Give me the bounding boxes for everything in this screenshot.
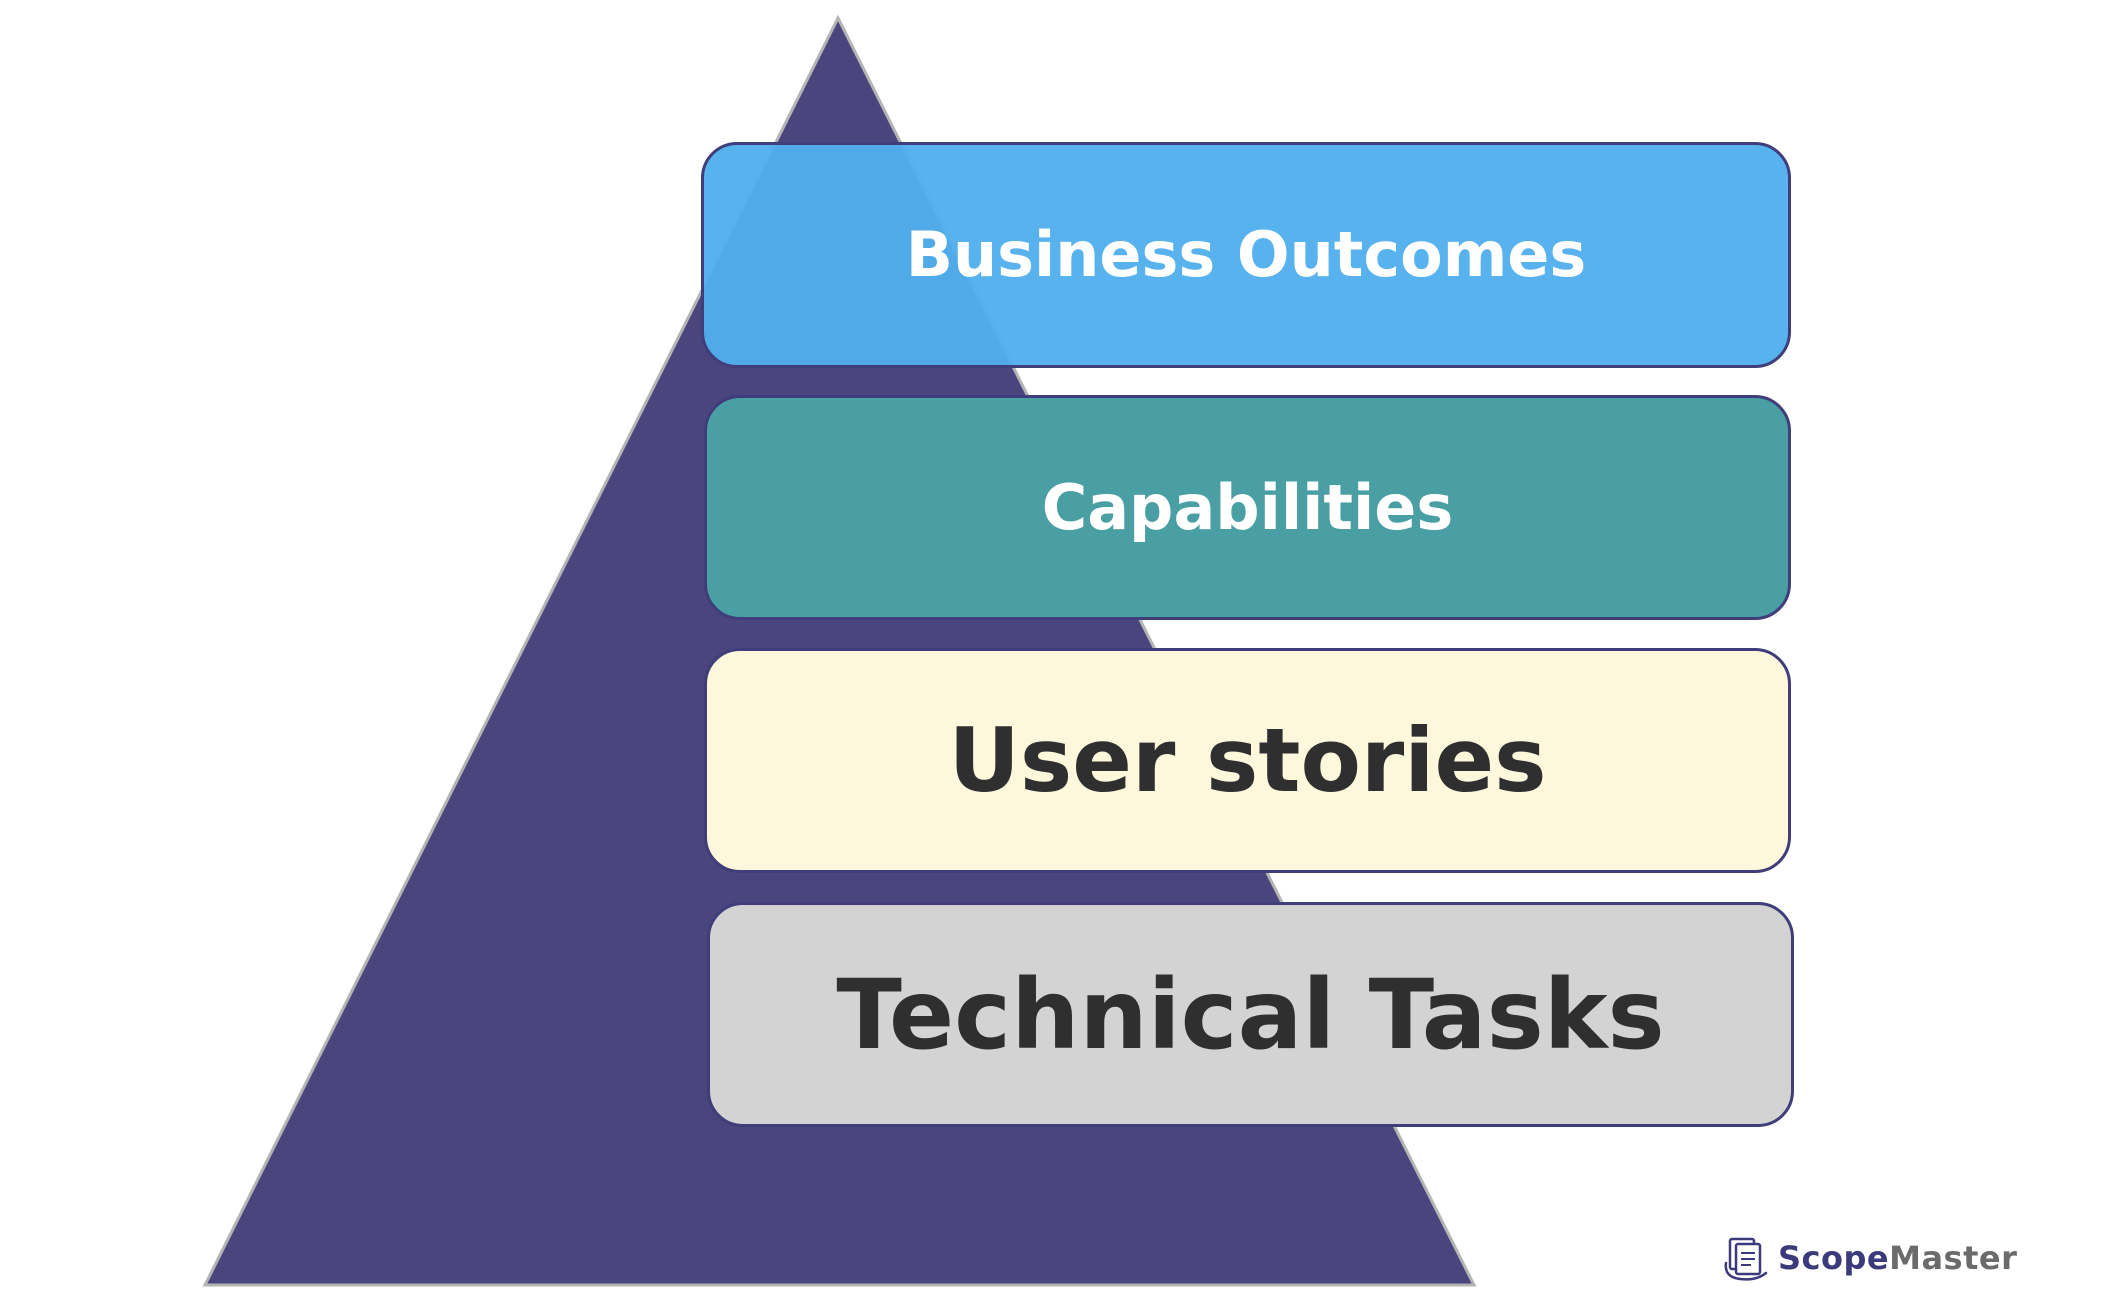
brand-name-part-1: Scope xyxy=(1778,1239,1890,1277)
layer-label: Business Outcomes xyxy=(905,218,1587,291)
layer-label: Technical Tasks xyxy=(836,958,1665,1071)
layer-business-outcomes: Business Outcomes xyxy=(701,142,1791,368)
brand-logo: ScopeMaster xyxy=(1722,1232,2017,1284)
brand-name: ScopeMaster xyxy=(1778,1239,2017,1277)
layer-user-stories: User stories xyxy=(704,648,1791,873)
layer-technical-tasks: Technical Tasks xyxy=(707,902,1794,1127)
document-stack-icon xyxy=(1724,1237,1768,1281)
layer-label: Capabilities xyxy=(1041,470,1454,544)
brand-name-part-2: Master xyxy=(1889,1239,2018,1277)
layer-label: User stories xyxy=(948,708,1547,812)
layer-capabilities: Capabilities xyxy=(704,395,1791,620)
